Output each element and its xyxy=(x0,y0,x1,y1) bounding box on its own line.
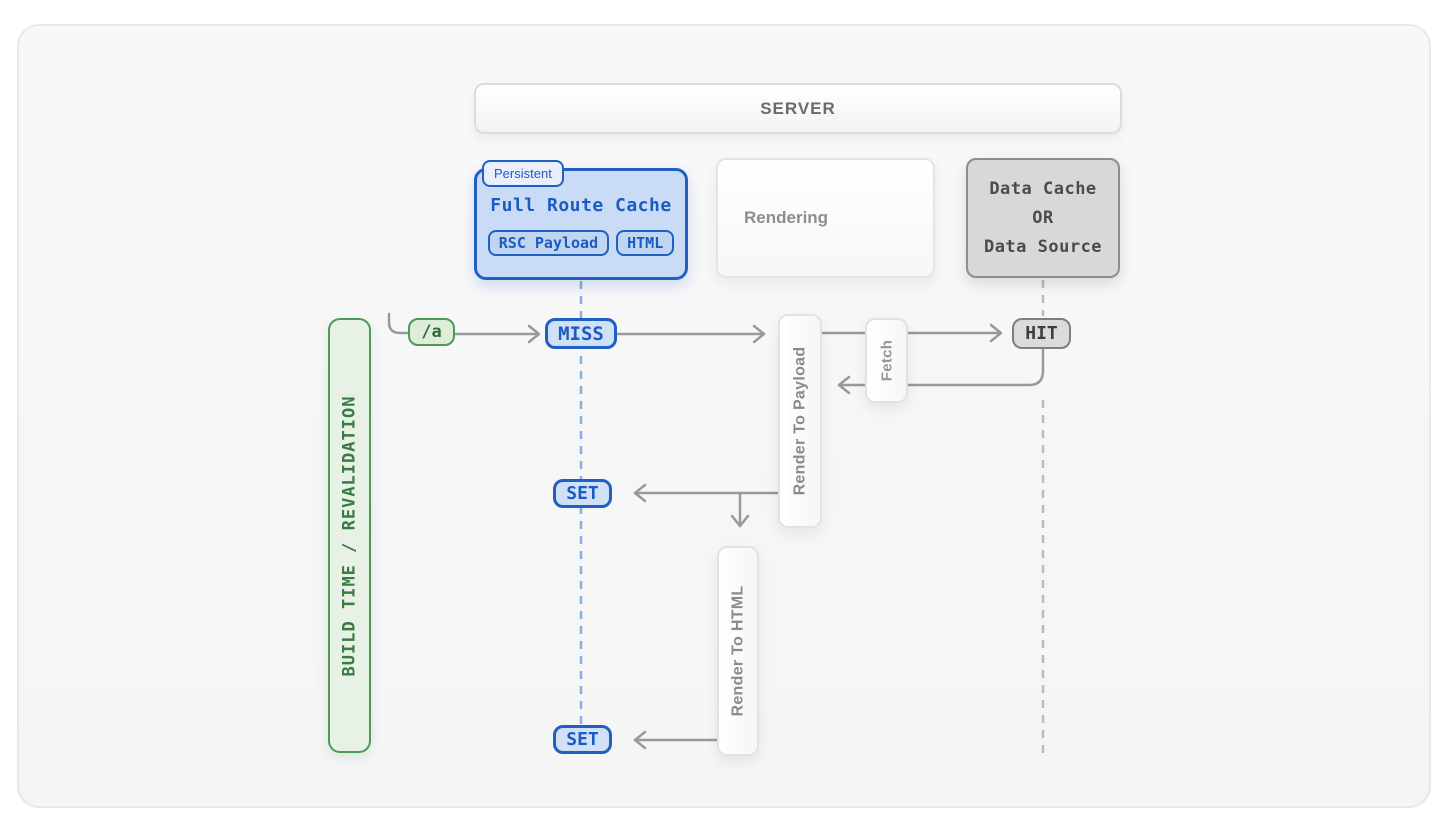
route-a-badge: /a xyxy=(408,318,455,346)
render-to-payload-box: Render To Payload xyxy=(778,314,822,528)
render-to-payload-label: Render To Payload xyxy=(791,346,808,496)
build-time-bar: BUILD TIME / REVALIDATION xyxy=(328,318,371,753)
arrowhead-right xyxy=(989,323,1003,343)
full-route-cache-title: Full Route Cache xyxy=(490,195,672,216)
persistent-tag: Persistent xyxy=(482,160,564,187)
build-time-label: BUILD TIME / REVALIDATION xyxy=(339,395,360,676)
arrowhead-left xyxy=(633,483,647,503)
rsc-payload-badge: RSC Payload xyxy=(487,230,610,256)
arrowhead-right xyxy=(752,324,766,344)
cache-content-badges: RSC Payload HTML xyxy=(487,230,675,256)
data-cache-line: Data Source xyxy=(983,236,1103,257)
render-to-html-label: Render To HTML xyxy=(729,585,747,717)
fetch-box: Fetch xyxy=(865,318,908,403)
render-to-html-box: Render To HTML xyxy=(717,546,759,756)
arrowhead-right xyxy=(527,324,541,344)
data-cache-line: Data Cache xyxy=(989,178,1097,199)
server-box: SERVER xyxy=(474,83,1122,134)
arrowhead-left xyxy=(633,730,647,750)
rendering-label: Rendering xyxy=(744,208,829,227)
request-curve xyxy=(387,312,409,335)
persistent-label: Persistent xyxy=(494,166,552,181)
set-payload-badge: SET xyxy=(553,479,612,508)
arrow-hit-return xyxy=(838,348,1045,387)
arrowhead-down xyxy=(730,514,750,528)
rendering-box: Rendering xyxy=(716,158,935,278)
set-html-badge: SET xyxy=(553,725,612,754)
data-cache-line: OR xyxy=(1032,207,1054,228)
server-label: SERVER xyxy=(760,98,836,118)
data-cache-box: Data Cache OR Data Source xyxy=(966,158,1120,278)
full-route-cache-box: Persistent Full Route Cache RSC Payload … xyxy=(474,160,688,280)
arrowhead-left xyxy=(837,375,851,395)
miss-badge: MISS xyxy=(545,318,617,349)
hit-badge: HIT xyxy=(1012,318,1071,349)
html-badge: HTML xyxy=(616,230,675,256)
fetch-label: Fetch xyxy=(878,339,896,382)
